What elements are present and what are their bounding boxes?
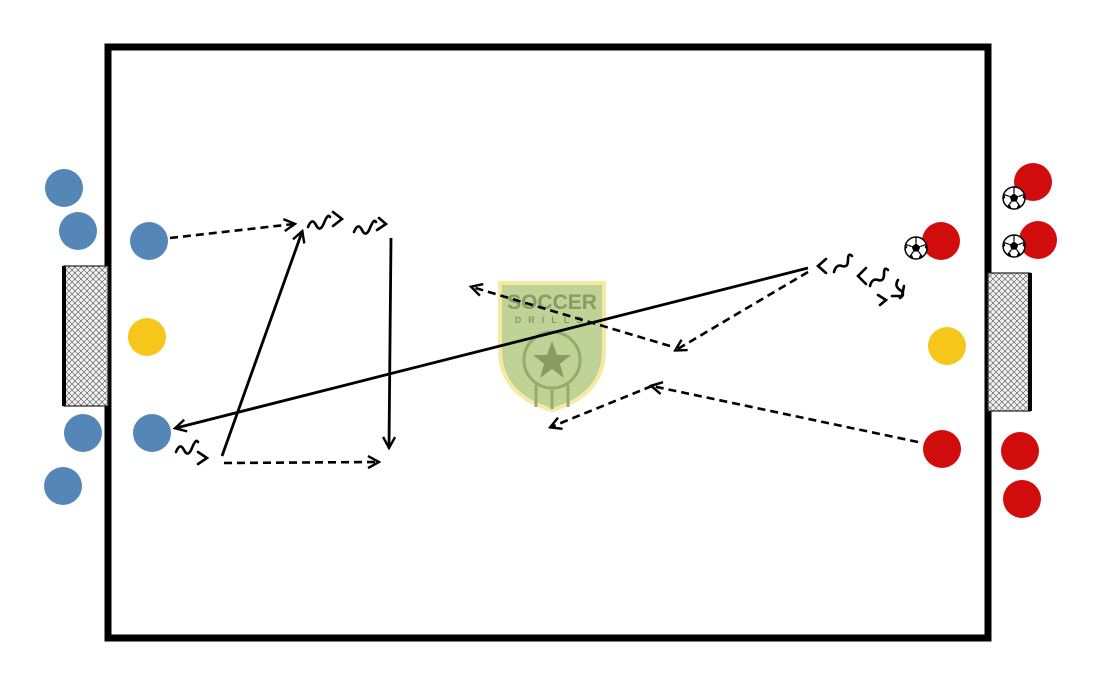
logo-text-bottom: DRILLS xyxy=(515,315,590,325)
team-blue xyxy=(44,169,171,505)
team-red xyxy=(922,163,1057,518)
dribble-arrow xyxy=(816,253,854,275)
dribble-arrow xyxy=(890,278,906,300)
pass-arrow xyxy=(176,266,809,428)
player-neutral xyxy=(928,327,966,365)
goal-right xyxy=(987,272,1032,412)
dribble-arrow xyxy=(306,210,345,230)
run-arrow xyxy=(551,384,653,427)
player-red xyxy=(1003,480,1041,518)
player-blue xyxy=(130,222,168,260)
player-blue xyxy=(64,414,102,452)
goal-net-icon xyxy=(987,272,1031,412)
dribble-arrow xyxy=(856,266,890,307)
player-blue xyxy=(44,467,82,505)
dribble-paths xyxy=(174,210,906,466)
player-red xyxy=(1001,432,1039,470)
pass-arrow xyxy=(220,232,302,457)
dribble-arrow xyxy=(352,216,389,235)
player-blue xyxy=(45,169,83,207)
goal-net-icon xyxy=(63,265,109,407)
player-blue xyxy=(59,212,97,250)
player-red xyxy=(1019,221,1057,259)
player-blue xyxy=(133,414,171,452)
team-neutral xyxy=(128,318,966,365)
goal-left xyxy=(62,265,109,407)
run-arrow xyxy=(652,386,919,444)
run-arrow xyxy=(472,287,671,348)
player-red xyxy=(923,430,961,468)
logo-text-top: SOCCER xyxy=(507,291,597,314)
dribble-arrow xyxy=(174,439,210,466)
soccer-ball-icon xyxy=(904,236,928,260)
player-neutral xyxy=(128,318,166,356)
soccer-ball-icon xyxy=(1002,186,1026,210)
run-arrow xyxy=(169,224,294,240)
run-paths xyxy=(169,224,919,463)
soccer-ball-icon xyxy=(1002,234,1026,258)
player-red xyxy=(922,222,960,260)
pass-arrow xyxy=(389,237,391,447)
logo-badge-icon: SOCCER DRILLS xyxy=(498,281,606,413)
pass-paths xyxy=(176,232,809,457)
